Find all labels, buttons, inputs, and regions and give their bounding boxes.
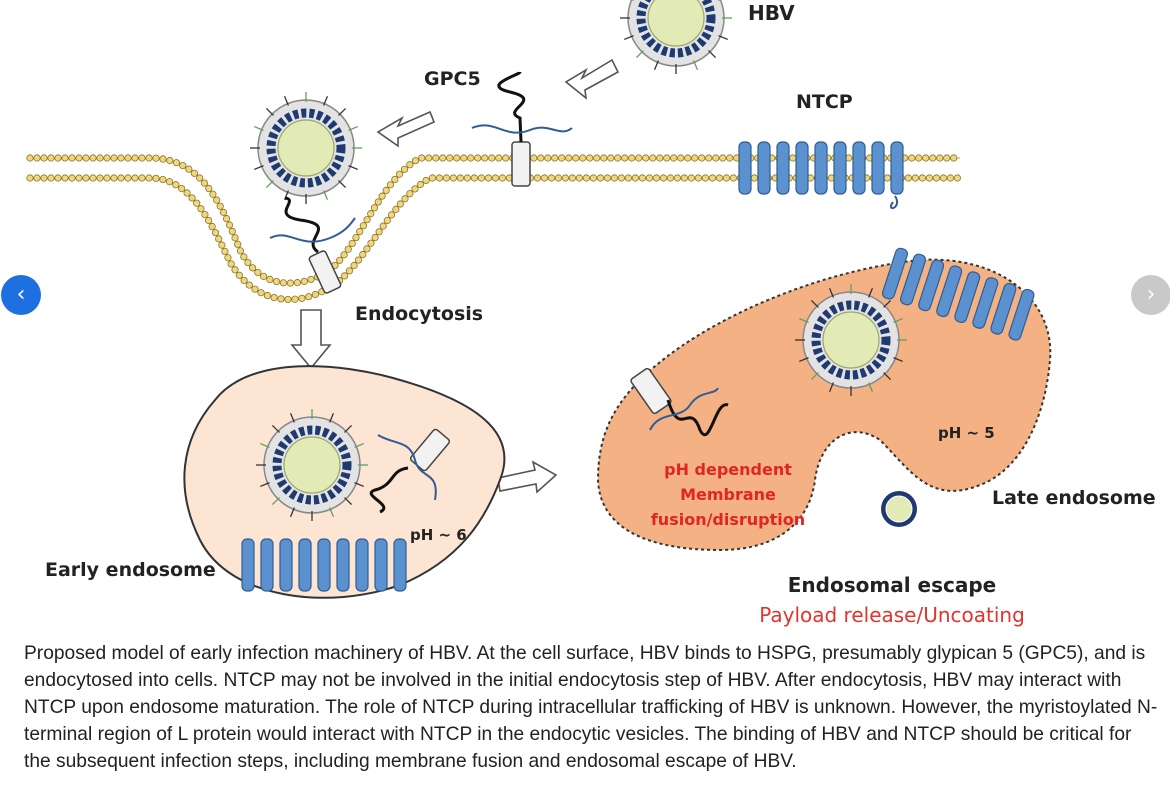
label-ntcp: NTCP: [796, 91, 853, 113]
label-payload-release: Payload release/Uncoating: [759, 603, 1025, 627]
gpc5-in-pit: [269, 196, 356, 294]
label-hbv: HBV: [748, 1, 795, 25]
early-endosome: [183, 365, 506, 599]
label-endosomal-escape: Endosomal escape: [788, 573, 996, 597]
label-ph-early: pH ~ 6: [410, 526, 467, 544]
arrow-hbv-to-gpc5: [564, 58, 620, 100]
label-ph-late: pH ~ 5: [938, 424, 995, 442]
label-gpc5: GPC5: [424, 68, 481, 90]
hbv-infection-diagram: HBV GPC5 NTCP Endocytosis pH ~ 6 Early e…: [26, 0, 1156, 627]
label-endocytosis: Endocytosis: [355, 303, 483, 325]
previous-slide-button[interactable]: ‹: [1, 275, 41, 315]
ntcp-membrane: [738, 141, 904, 210]
label-fusion-line3: fusion/disruption: [651, 510, 805, 529]
hbv-virion-pit: [250, 92, 362, 204]
hbv-virion-top: [620, 0, 732, 74]
gpc5-receptor: [471, 70, 573, 187]
label-early-endosome: Early endosome: [45, 559, 216, 581]
figure-caption: Proposed model of early infection machin…: [24, 643, 1158, 772]
late-endosome: [596, 246, 1052, 552]
arrow-to-late-endosome: [497, 460, 558, 494]
next-slide-button[interactable]: ›: [1131, 275, 1170, 315]
chevron-left-icon: ‹: [16, 282, 26, 307]
label-late-endosome: Late endosome: [992, 487, 1156, 509]
label-fusion-line1: pH dependent: [664, 460, 792, 479]
arrow-gpc5-to-pit: [376, 110, 436, 148]
label-fusion-line2: Membrane: [680, 485, 776, 504]
chevron-right-icon: ›: [1146, 282, 1156, 307]
arrow-endocytosis: [290, 309, 332, 370]
